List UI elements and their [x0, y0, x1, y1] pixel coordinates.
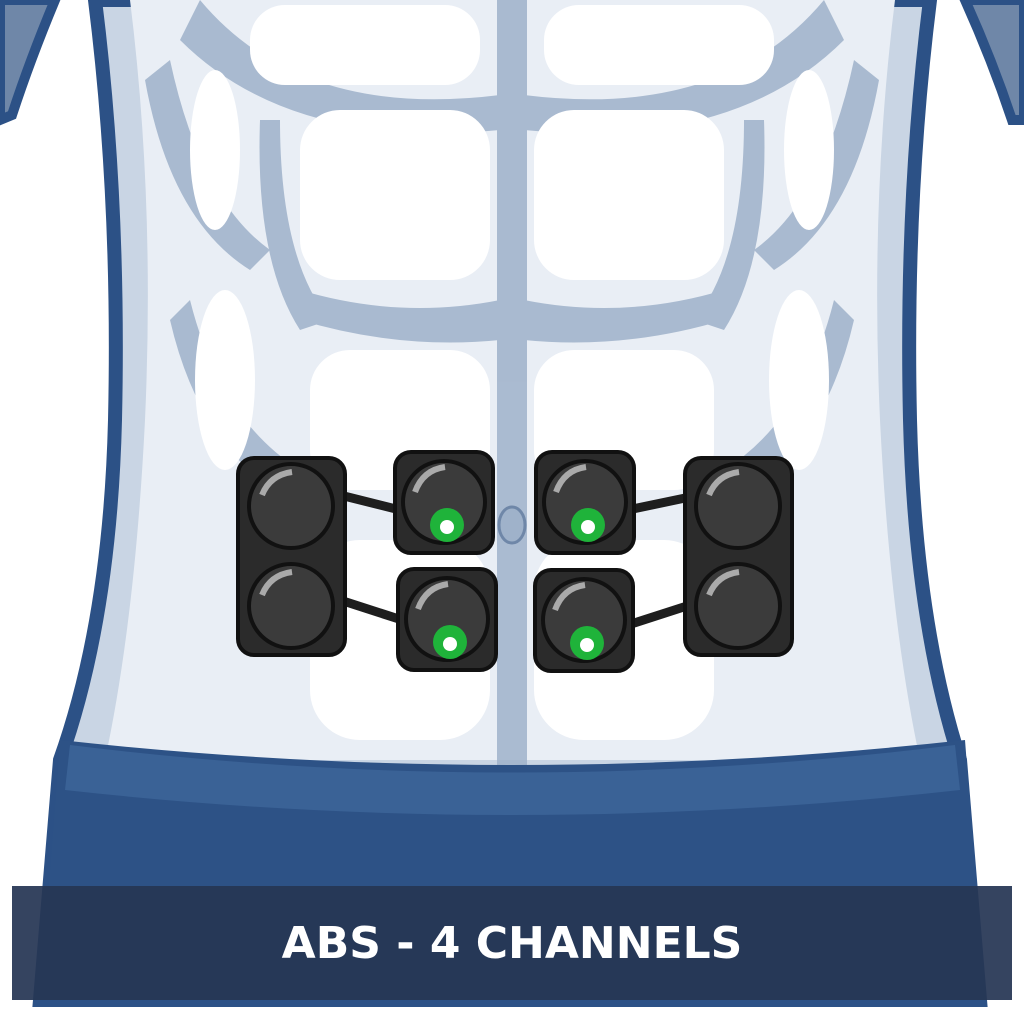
lead-wires	[338, 490, 692, 630]
small-electrode-pad	[393, 450, 495, 555]
small-electrode-pad	[396, 567, 498, 672]
large-electrode-pad-right	[683, 456, 794, 657]
caption-banner: ABS - 4 CHANNELS	[12, 886, 1012, 1000]
muscle-shading	[145, 0, 879, 800]
navel	[497, 505, 527, 545]
small-electrode-pad	[533, 568, 635, 673]
caption-text: ABS - 4 CHANNELS	[281, 917, 743, 969]
large-electrode-pad-left	[236, 456, 347, 657]
waistband	[65, 745, 960, 815]
small-electrode-pads	[393, 450, 636, 673]
left-arm	[0, 0, 61, 126]
small-electrode-pad	[534, 450, 636, 555]
right-arm	[959, 0, 1024, 125]
